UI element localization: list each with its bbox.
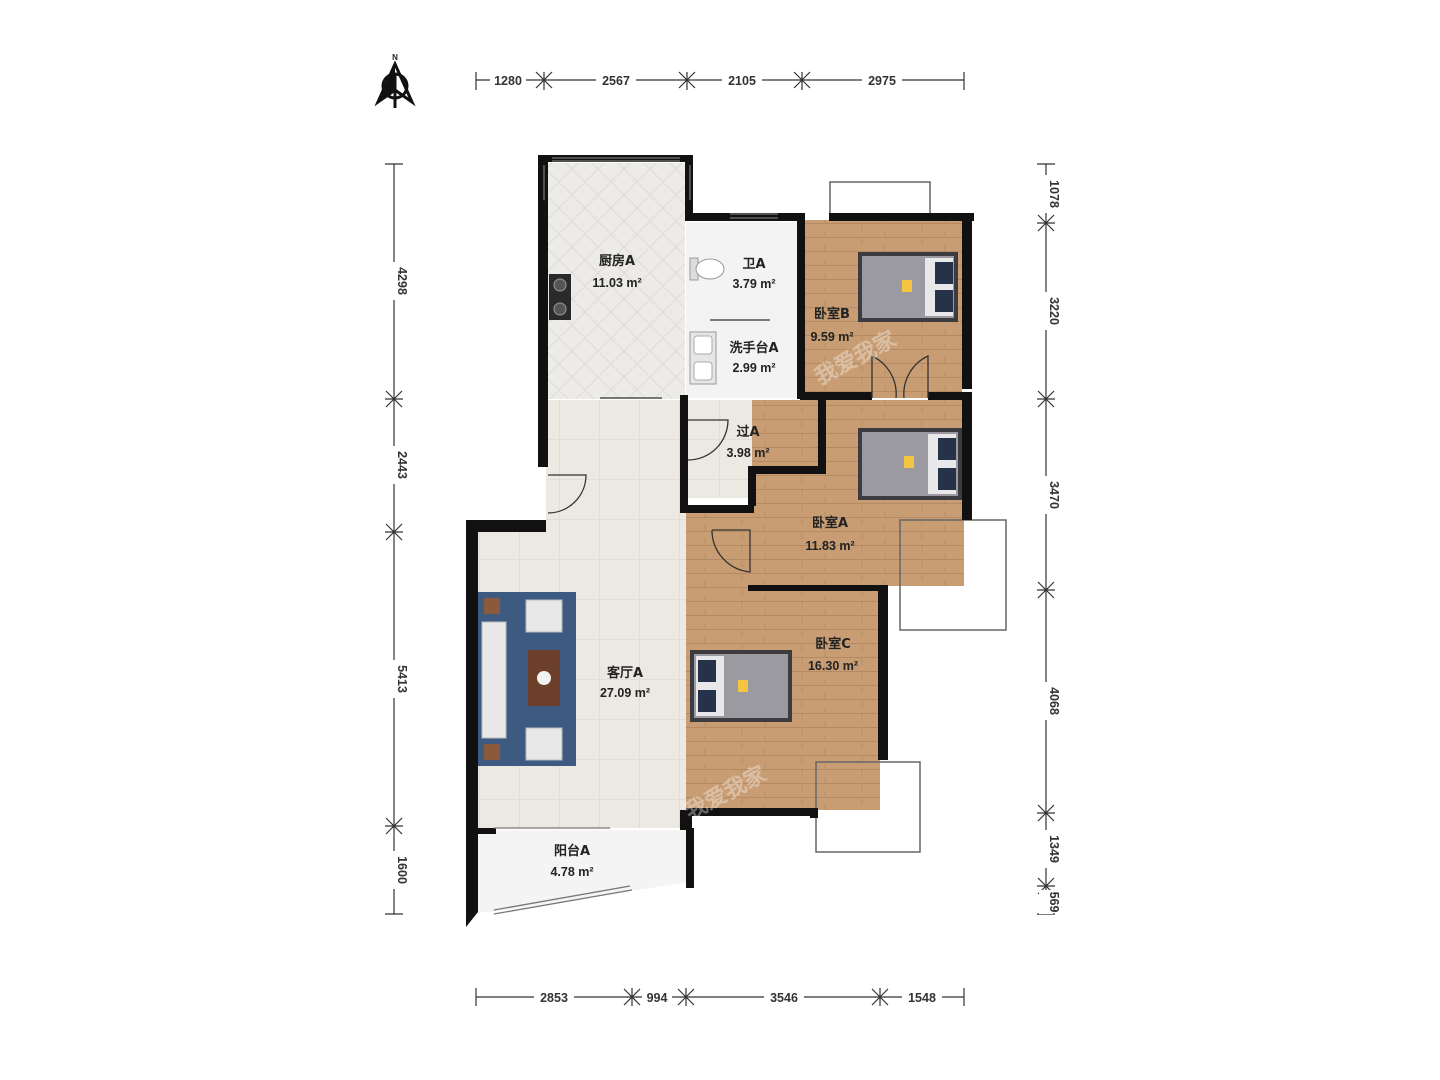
room-name-kitchen: 厨房A	[599, 253, 635, 269]
dim-right-6: 569	[1047, 892, 1061, 913]
north-arrow-icon: N	[374, 53, 416, 108]
dim-right-1: 1078	[1047, 180, 1061, 208]
room-area-balcony: 4.78 m²	[550, 865, 593, 879]
dim-bottom-4: 1548	[908, 991, 936, 1005]
room-name-balcony: 阳台A	[554, 843, 590, 859]
compass-label: N	[392, 53, 398, 62]
bed-bedroom-b	[858, 252, 958, 322]
room-area-bath: 3.79 m²	[732, 277, 775, 291]
kitchen-stove	[549, 274, 571, 320]
dim-right-2: 3220	[1047, 297, 1061, 325]
dim-top-4: 2975	[868, 74, 896, 88]
dim-left-1: 4298	[395, 267, 409, 295]
bay-window-bedroom-c	[815, 761, 921, 853]
room-labels: 厨房A 11.03 m² 卫A 3.79 m² 洗手台A 2.99 m² 卧室B…	[550, 253, 858, 879]
bay-window-bedroom-a	[899, 519, 1007, 631]
room-name-bedroom-b: 卧室B	[814, 306, 850, 322]
dim-right-5: 1349	[1047, 835, 1061, 863]
dim-left-2: 2443	[395, 451, 409, 479]
dim-right-3: 3470	[1047, 481, 1061, 509]
dim-right-4: 4068	[1047, 687, 1061, 715]
dim-bottom-2: 994	[647, 991, 668, 1005]
room-area-bedroom-a: 11.83 m²	[805, 539, 854, 553]
room-area-wash: 2.99 m²	[732, 361, 775, 375]
dim-left-3: 5413	[395, 665, 409, 693]
bed-bedroom-c	[690, 650, 792, 722]
room-area-hall: 3.98 m²	[726, 446, 769, 460]
room-name-hall: 过A	[736, 424, 759, 440]
toilet	[689, 257, 725, 281]
room-name-bedroom-a: 卧室A	[812, 515, 848, 531]
dim-top-2: 2567	[602, 74, 630, 88]
dim-top-1: 1280	[494, 74, 522, 88]
room-name-wash: 洗手台A	[729, 340, 778, 356]
dim-top-3: 2105	[728, 74, 756, 88]
wash-basin	[689, 331, 717, 385]
bed-bedroom-a	[858, 428, 962, 500]
room-name-bath: 卫A	[742, 257, 765, 272]
dim-bottom-3: 3546	[770, 991, 798, 1005]
room-name-living: 客厅A	[607, 665, 643, 681]
windows	[493, 157, 778, 915]
room-area-kitchen: 11.03 m²	[592, 276, 641, 290]
room-area-bedroom-b: 9.59 m²	[810, 330, 853, 344]
dim-bottom-1: 2853	[540, 991, 568, 1005]
room-name-bedroom-c: 卧室C	[815, 636, 851, 652]
room-area-bedroom-c: 16.30 m²	[808, 659, 858, 673]
room-area-living: 27.09 m²	[600, 686, 650, 700]
dim-left-4: 1600	[395, 856, 409, 884]
living-room-furniture	[478, 592, 576, 766]
doors	[547, 319, 929, 573]
dimension-labels: 1280 2567 2105 2975 2853 994 3546 1548 4…	[387, 73, 1061, 1005]
balcony-floor	[478, 830, 690, 912]
